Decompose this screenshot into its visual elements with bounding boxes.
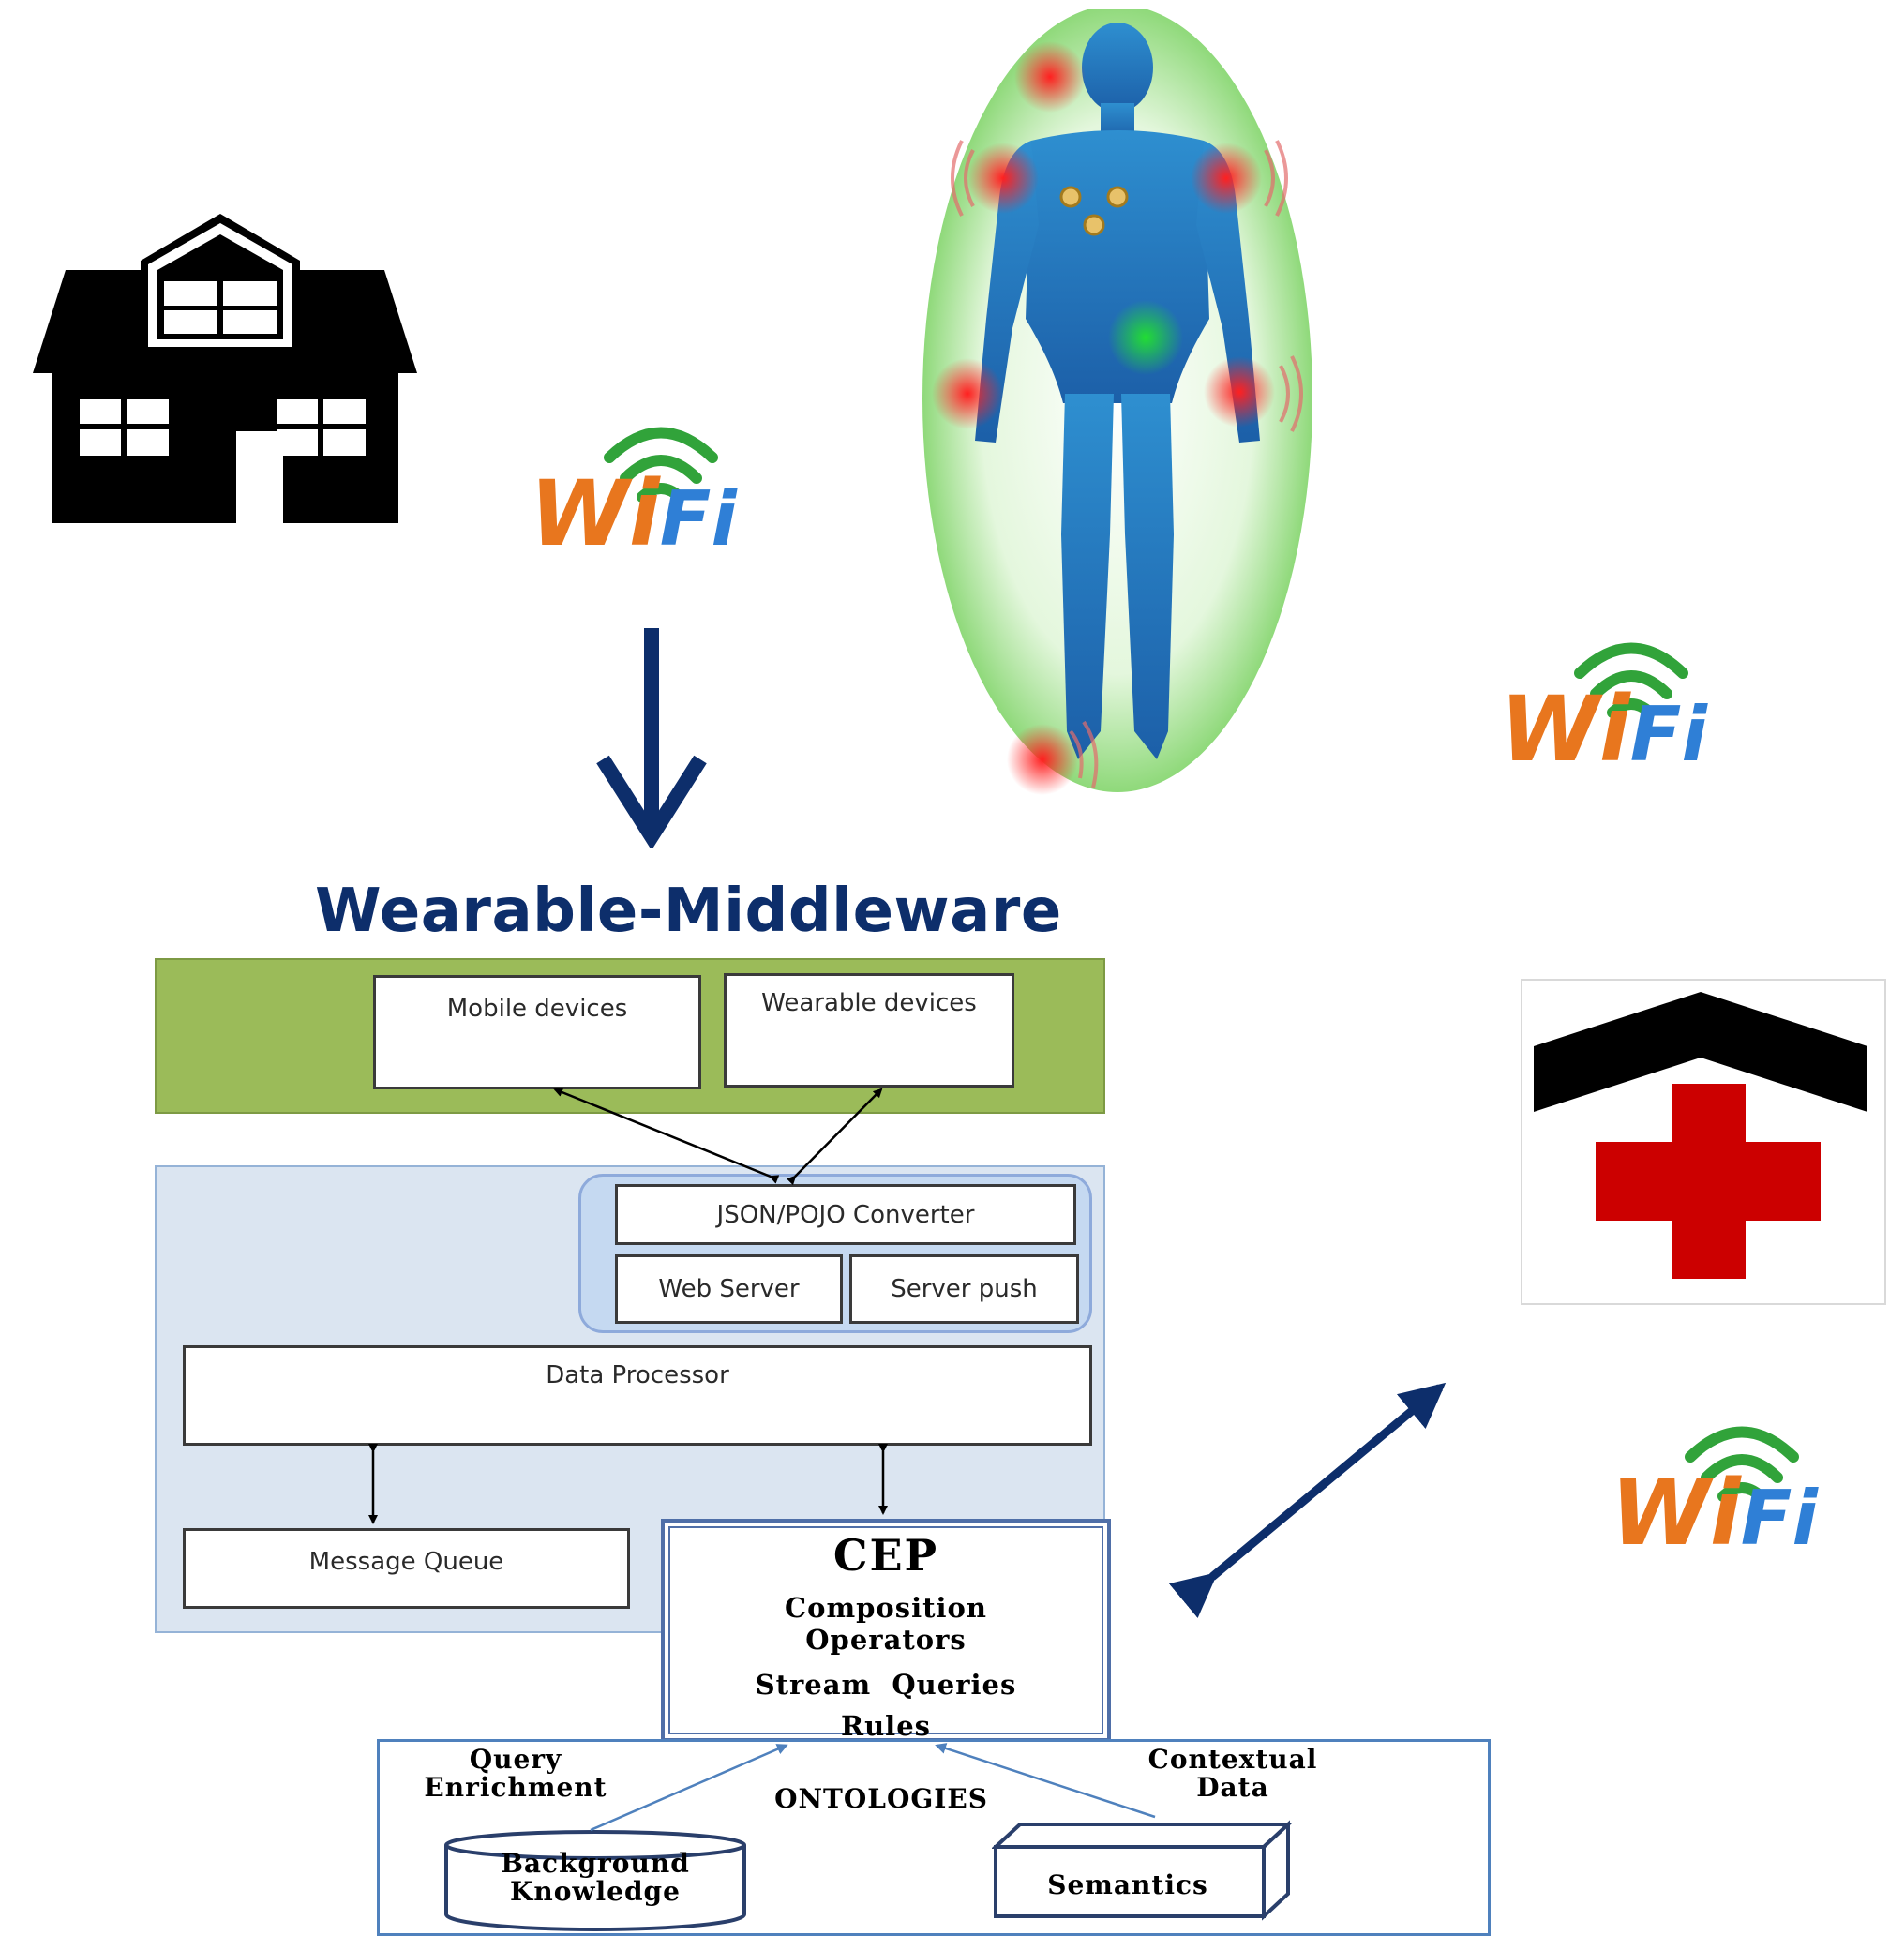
cep-stream-queries: Stream Queries (755, 1669, 1017, 1701)
semantics-box-3d (992, 1819, 1292, 1922)
cep-rules: Rules (841, 1710, 931, 1742)
wifi-fi: Fi (1629, 691, 1707, 778)
contextual-data-line2: Data (1196, 1772, 1269, 1803)
query-enrichment-line1: Query (469, 1744, 562, 1775)
wearable-devices-label: Wearable devices (761, 989, 977, 1017)
wearable-devices-box: Wearable devices (724, 973, 1014, 1088)
human-body-sensors-icon (900, 9, 1350, 806)
json-pojo-converter-box: JSON/POJO Converter (615, 1184, 1076, 1245)
query-enrichment-line2: Enrichment (424, 1772, 607, 1803)
data-processor-box: Data Processor (183, 1345, 1092, 1446)
data-processor-label: Data Processor (546, 1361, 729, 1389)
background-knowledge-line2: Knowledge (510, 1876, 681, 1907)
wifi-fi: Fi (659, 475, 737, 563)
cep-composition: Composition (785, 1592, 987, 1624)
wifi-icon: WiFi (1491, 628, 1762, 788)
down-arrow (595, 628, 708, 848)
server-push-label: Server push (891, 1275, 1038, 1303)
message-queue-box: Message Queue (183, 1528, 630, 1609)
diagram-title: Wearable-Middleware (315, 877, 1062, 946)
wifi-fi: Fi (1740, 1475, 1818, 1562)
background-knowledge-cylinder (441, 1828, 750, 1931)
web-server-label: Web Server (658, 1275, 800, 1303)
cep-title: CEP (832, 1530, 939, 1581)
background-knowledge-label: Background Knowledge (441, 1850, 750, 1906)
mobile-devices-label: Mobile devices (446, 995, 628, 1023)
wifi-wi: Wi (1500, 677, 1630, 782)
json-pojo-converter-label: JSON/POJO Converter (716, 1200, 975, 1229)
house-icon (28, 214, 422, 523)
wifi-icon: WiFi (520, 413, 792, 572)
ontologies-label: ONTOLOGIES (774, 1783, 988, 1814)
mobile-devices-box: Mobile devices (373, 975, 701, 1089)
semantics-label: Semantics (1047, 1869, 1208, 1900)
hospital-icon (1521, 979, 1886, 1305)
wifi-wi: Wi (1611, 1461, 1741, 1566)
background-knowledge-line1: Background (501, 1848, 690, 1879)
wifi-icon: WiFi (1601, 1412, 1873, 1571)
web-server-box: Web Server (615, 1254, 843, 1324)
query-enrichment-label: Query Enrichment (394, 1746, 637, 1802)
contextual-data-line1: Contextual (1147, 1744, 1318, 1775)
contextual-data-label: Contextual Data (1106, 1746, 1359, 1802)
message-queue-label: Message Queue (308, 1548, 504, 1576)
server-push-box: Server push (849, 1254, 1079, 1324)
wifi-wi: Wi (530, 461, 660, 566)
cep-box: CEP Composition Operators Stream Queries… (661, 1519, 1111, 1742)
cep-operators: Operators (805, 1624, 967, 1656)
